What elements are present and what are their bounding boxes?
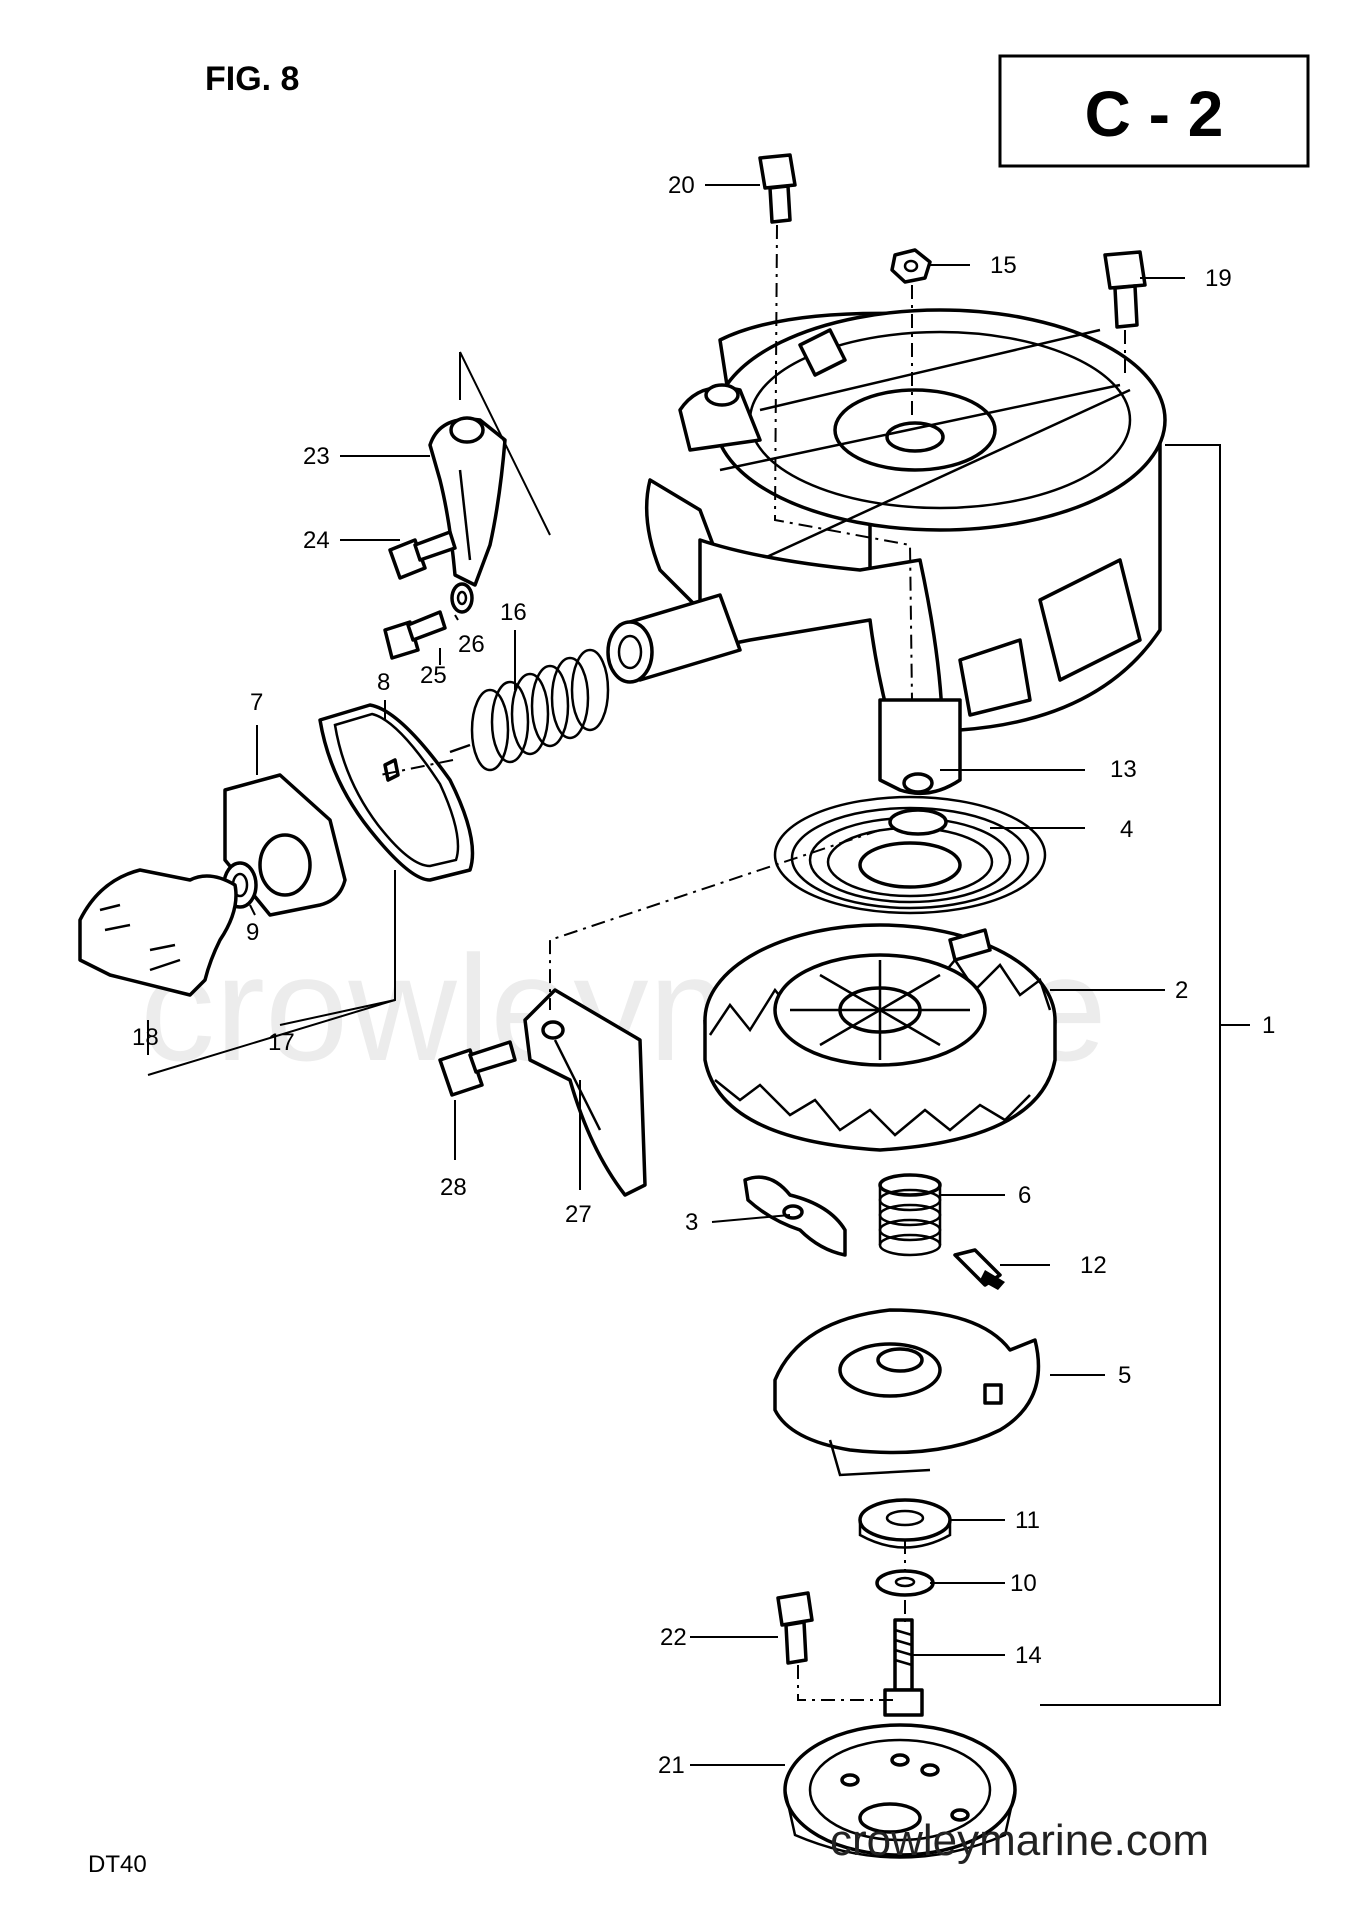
callout-16: 16: [500, 599, 527, 626]
callout-11: 11: [1015, 1507, 1040, 1534]
callout-28: 28: [440, 1174, 467, 1201]
callout-21: 21: [658, 1752, 685, 1779]
part-bracket-27: [523, 988, 647, 1197]
part-starter-handle: [78, 868, 238, 997]
part-bolt-20: [758, 153, 797, 224]
part-rope-guide: [428, 416, 507, 587]
callout-24: 24: [303, 527, 330, 554]
part-bolt-24: [388, 530, 457, 580]
part-friction-plate: [773, 1308, 1041, 1477]
part-bolt-28: [438, 1040, 517, 1097]
part-nut-15: [890, 248, 932, 284]
callout-12: 12: [1080, 1252, 1107, 1279]
callout-7: 7: [250, 689, 263, 716]
part-ratchet-spring: [878, 1173, 942, 1257]
callout-23: 23: [303, 443, 330, 470]
part-washer-10: [875, 1569, 935, 1597]
part-ratchet: [743, 1175, 847, 1257]
website-url[interactable]: crowleymarine.com: [830, 1816, 1209, 1865]
part-starter-case: [606, 308, 1167, 796]
callout-3: 3: [685, 1209, 698, 1236]
part-cover-21: [783, 1723, 1017, 1859]
callout-26: 26: [458, 631, 485, 658]
callout-15: 15: [990, 252, 1017, 279]
callout-9: 9: [246, 919, 259, 946]
model-label: DT40: [88, 1851, 147, 1878]
callout-27: 27: [565, 1201, 592, 1228]
part-bolt-19: [1103, 250, 1147, 329]
callout-17: 17: [268, 1029, 295, 1056]
callout-5: 5: [1118, 1362, 1131, 1389]
callout-13: 13: [1110, 756, 1137, 783]
callout-6: 6: [1018, 1182, 1031, 1209]
callout-labels: 20 15 19 23 24 26 25 16 8 7 13 4 9 18 17…: [132, 172, 1275, 1779]
callout-4: 4: [1120, 816, 1133, 843]
part-bolt-14: [883, 1618, 924, 1717]
section-code: C - 2: [1085, 78, 1224, 150]
callout-20: 20: [668, 172, 695, 199]
callout-1: 1: [1262, 1012, 1275, 1039]
callout-2: 2: [1175, 977, 1188, 1004]
callout-22: 22: [660, 1624, 687, 1651]
part-handle-spring: [449, 648, 610, 772]
section-code-box: C - 2: [998, 54, 1310, 168]
part-recoil-spring: [773, 795, 1047, 962]
part-screw-12: [953, 1248, 1005, 1290]
part-bolt-22: [776, 1591, 814, 1665]
part-handle-cover: [318, 703, 475, 882]
figure-label: FIG. 8: [205, 60, 299, 98]
callout-14: 14: [1015, 1642, 1042, 1669]
part-washer-26: [450, 582, 474, 614]
part-reel: [703, 923, 1057, 1152]
callout-25: 25: [420, 662, 447, 689]
callout-18: 18: [132, 1024, 159, 1051]
part-bolt-25: [383, 610, 447, 660]
callout-19: 19: [1205, 265, 1232, 292]
assembly-guide-lines: [379, 224, 1126, 1701]
callout-10: 10: [1010, 1570, 1037, 1597]
leader-lines: [147, 184, 1250, 1766]
callout-8: 8: [377, 669, 390, 696]
